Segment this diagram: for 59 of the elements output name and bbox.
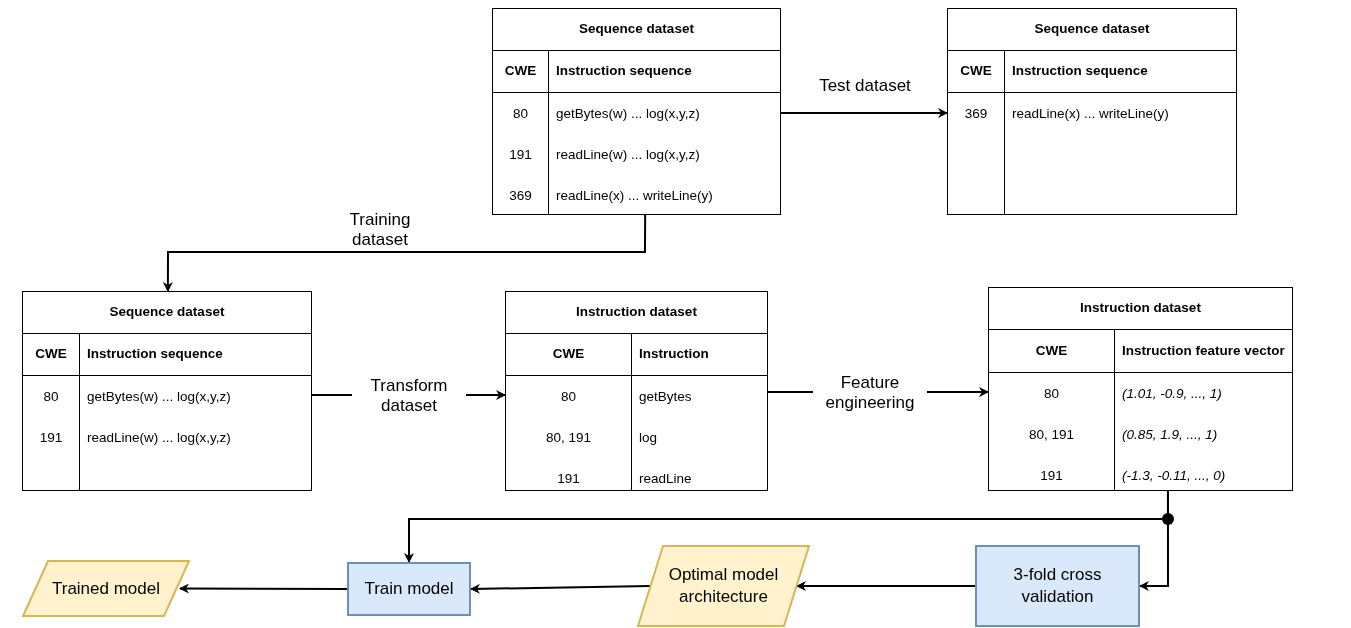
table-cell-text: getBytes	[639, 388, 692, 406]
table-cell-text: 80	[42, 388, 60, 406]
node-label: Optimal model architecture	[667, 564, 780, 608]
column-header: CWE	[503, 62, 538, 80]
arrow	[1139, 490, 1169, 591]
table-cell-text: readLine(w) ... log(x,y,z)	[87, 429, 231, 447]
data-table	[988, 287, 1293, 491]
column-header: Instruction sequence	[1012, 62, 1148, 80]
table-cell-text: (1.01, -0.9, ..., 1)	[1122, 385, 1222, 403]
data-parallelogram	[637, 545, 810, 627]
data-parallelogram	[22, 560, 190, 617]
arrow	[780, 107, 948, 118]
table-cell-text: 191	[38, 429, 64, 447]
table-cell-text: 191	[1039, 467, 1064, 485]
table-cell-text: readLine(w) ... log(x,y,z)	[556, 146, 700, 164]
column-header: CWE	[34, 345, 68, 363]
table-cell-text: readLine(x) ... writeLine(y)	[556, 187, 713, 205]
column-header: CWE	[1034, 341, 1069, 360]
table-cell-text: 80	[560, 388, 577, 406]
table-cell-text: getBytes(w) ... log(x,y,z)	[87, 388, 231, 406]
table-title: Instruction dataset	[1079, 299, 1202, 317]
node-label: Trained model	[50, 577, 161, 600]
arrow	[470, 583, 651, 594]
table-cell-text: 80	[1043, 385, 1060, 403]
data-table	[492, 8, 781, 215]
table-cell-text: 80, 191	[1027, 426, 1075, 444]
table-cell-text: readLine(x) ... writeLine(y)	[1012, 105, 1169, 123]
table-cell-text: 191	[508, 146, 533, 164]
table-cell-text: 80, 191	[544, 429, 592, 447]
column-header: Instruction sequence	[556, 62, 692, 80]
table-title: Instruction dataset	[575, 303, 698, 321]
table-title: Sequence dataset	[578, 20, 695, 38]
column-header: CWE	[551, 345, 586, 363]
node-label: Train model	[363, 578, 455, 600]
process-box	[975, 545, 1140, 627]
data-table	[505, 291, 768, 491]
table-title: Sequence dataset	[108, 303, 226, 321]
edge-label: Feature engineering	[813, 373, 927, 413]
table-cell-text: 369	[963, 105, 989, 123]
column-header: Instruction	[639, 345, 709, 363]
arrow	[179, 583, 348, 594]
node-label: 3-fold cross validation	[1012, 564, 1103, 608]
process-box	[347, 562, 471, 616]
arrow	[796, 581, 976, 591]
table-cell-text: 80	[512, 105, 529, 123]
arrow	[162, 214, 647, 292]
table-cell-text: 191	[556, 470, 581, 488]
table-title: Sequence dataset	[1033, 20, 1151, 38]
table-cell-text: 369	[508, 187, 533, 205]
table-cell-text: (-1.3, -0.11, ..., 0)	[1122, 467, 1226, 485]
data-table	[22, 291, 312, 491]
data-table	[947, 8, 1237, 215]
table-cell-text: readLine	[639, 470, 692, 488]
column-header: Instruction feature vector	[1122, 341, 1285, 360]
table-cell-text: (0.85, 1.9, ..., 1)	[1122, 426, 1218, 444]
table-cell-text: log	[639, 429, 657, 447]
table-cell-text: getBytes(w) ... log(x,y,z)	[556, 105, 700, 123]
column-header: CWE	[959, 62, 993, 80]
column-header: Instruction sequence	[87, 345, 223, 363]
